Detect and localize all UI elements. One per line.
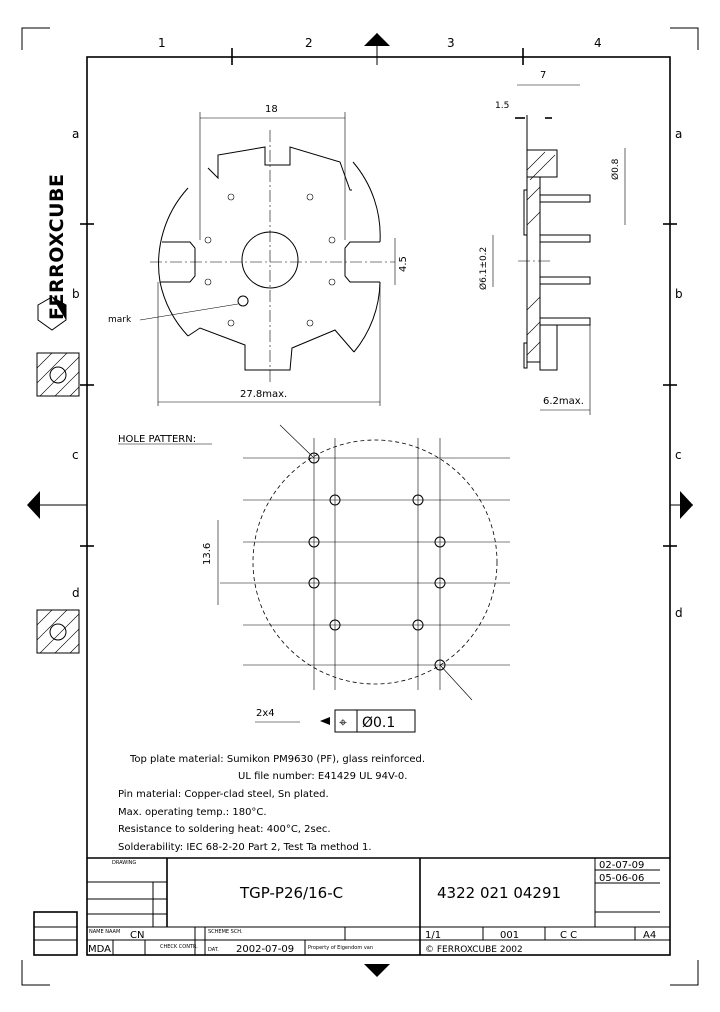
- dim-diameter: 27.8max.: [240, 389, 287, 400]
- date-label: DAT.: [208, 947, 219, 953]
- mark-indicator: [237, 295, 249, 307]
- row-label: d: [72, 586, 80, 600]
- grid-labels: 1 2 3 4 a b c d a b c d: [72, 36, 683, 620]
- revision-date: 02-07-09: [599, 860, 644, 871]
- side-view: 7 1.5 Ø0.8 Ø6.1±0.2 6.2max.: [478, 70, 626, 415]
- row-label: c: [675, 448, 682, 462]
- dim-slot: 4.5: [398, 256, 409, 272]
- row-label: b: [675, 287, 683, 301]
- column-label: 3: [447, 36, 455, 50]
- top-view: mark 18 4.5 27.8max.: [108, 104, 409, 406]
- note-line: Resistance to soldering heat: 400°C, 2se…: [118, 824, 331, 835]
- row-label: a: [72, 127, 79, 141]
- row-label: a: [675, 127, 682, 141]
- note-line: Pin material: Copper-clad steel, Sn plat…: [118, 789, 329, 800]
- part-number: 001: [500, 930, 519, 941]
- check-label: CHECK CONTR.: [160, 944, 198, 950]
- drawing-frame: [86, 56, 671, 956]
- scheme-label: SCHEME SCH.: [208, 929, 243, 935]
- hole-pattern: HOLE PATTERN: 13.6 2x4 ⌖ Ø0.1: [118, 424, 510, 733]
- sheet-number: 1/1: [425, 930, 441, 941]
- row-label: b: [72, 287, 80, 301]
- dim-count: 2x4: [256, 708, 275, 719]
- name-value: CN: [130, 930, 144, 941]
- dim-pitch: 13.6: [202, 543, 213, 565]
- row-label: c: [72, 448, 79, 462]
- dim-hole: Ø6.1±0.2: [478, 247, 489, 290]
- notes: Top plate material: Sumikon PM9630 (PF),…: [118, 754, 425, 853]
- version: C C: [560, 930, 577, 941]
- position-tolerance-icon: ⌖: [339, 715, 347, 731]
- date-value: 2002-07-09: [236, 944, 294, 955]
- ferroxcube-logo: FERROXCUBE: [37, 174, 68, 331]
- centering-arrows: [27, 33, 693, 977]
- dim-height: 6.2max.: [543, 396, 584, 407]
- hole-pattern-title: HOLE PATTERN:: [118, 434, 196, 445]
- tolerance-frame: [334, 709, 416, 733]
- name-label: NAME NAAM: [89, 929, 120, 935]
- section-symbol: [36, 352, 80, 654]
- drawing-title: TGP-P26/16-C: [239, 884, 343, 902]
- copyright: © FERROXCUBE 2002: [425, 945, 523, 955]
- dim-top: 7: [540, 70, 546, 81]
- note-line: Max. operating temp.: 180°C.: [118, 807, 267, 818]
- logo-text: FERROXCUBE: [46, 174, 68, 321]
- corner-marks: [21, 27, 699, 986]
- row-label: d: [675, 606, 683, 620]
- column-label: 4: [594, 36, 602, 50]
- property-label: Property of Eigendom van: [308, 945, 373, 951]
- pattern-holes: [308, 452, 446, 671]
- drawing-label: DRAWING: [112, 860, 136, 866]
- dim-pin: Ø0.8: [610, 158, 621, 180]
- drawing-code: 4322 021 04291: [437, 884, 561, 902]
- side-box: [33, 911, 78, 956]
- drawn-by: MDA: [88, 944, 111, 955]
- tolerance-value: Ø0.1: [362, 715, 395, 731]
- note-line: UL file number: E41429 UL 94V-0.: [238, 771, 407, 782]
- pin-marks: [204, 193, 336, 327]
- dim-thickness: 1.5: [495, 101, 509, 111]
- mark-label: mark: [108, 315, 132, 325]
- column-label: 2: [305, 36, 313, 50]
- paper-format: A4: [643, 930, 656, 941]
- note-line: Solderability: IEC 68-2-20 Part 2, Test …: [118, 842, 372, 853]
- column-label: 1: [158, 36, 166, 50]
- dim-width: 18: [265, 104, 278, 115]
- note-line: Top plate material: Sumikon PM9630 (PF),…: [129, 754, 425, 765]
- revision-date: 05-06-06: [599, 873, 644, 884]
- title-block: DRAWING TGP-P26/16-C 4322 021 04291 02-0…: [33, 857, 670, 956]
